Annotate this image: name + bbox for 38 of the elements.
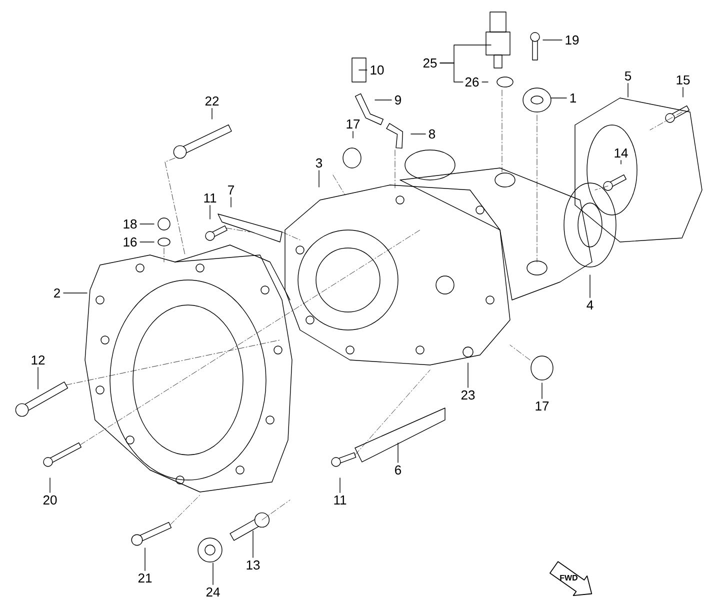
callout-number: 16	[121, 236, 139, 248]
callout-number: 13	[244, 558, 262, 572]
callout-number: 23	[459, 388, 477, 402]
callout-number: 19	[563, 34, 581, 46]
callout-number: 21	[136, 572, 154, 584]
callout-number: 2	[52, 286, 62, 300]
callout-number: 8	[426, 128, 438, 140]
callout-number: 10	[368, 64, 386, 76]
callout-number: 7	[226, 184, 236, 196]
leader-line	[440, 62, 464, 82]
callout-number: 12	[29, 354, 47, 366]
callout-number: 22	[203, 94, 221, 108]
callout-number: 25	[421, 56, 439, 70]
callout-number: 9	[392, 94, 404, 106]
leader-line	[230, 196, 232, 208]
callout-number: 17	[344, 118, 362, 130]
callout-number: 4	[584, 299, 596, 311]
leader-line	[352, 130, 354, 138]
callout-number: 15	[674, 74, 692, 86]
leader-line	[144, 548, 146, 571]
callout-number: 24	[204, 586, 222, 598]
callout-number: 20	[41, 494, 59, 506]
callout-number: 14	[612, 147, 630, 159]
callout-number: 6	[392, 464, 404, 476]
leader-line	[212, 562, 214, 585]
callout-number: 17	[533, 400, 551, 412]
callout-number: 1	[568, 92, 578, 104]
leader-line	[620, 160, 622, 164]
callout-number: 26	[463, 76, 481, 88]
callout-number: 11	[202, 192, 218, 204]
callout-number: 5	[622, 70, 634, 82]
callout-number: 3	[314, 156, 324, 170]
leader-line	[63, 292, 88, 294]
leader-line	[252, 530, 254, 558]
leader-line	[682, 87, 684, 98]
leader-line	[318, 170, 320, 188]
callout-number: 11	[332, 494, 348, 506]
callout-number: 18	[121, 218, 139, 230]
